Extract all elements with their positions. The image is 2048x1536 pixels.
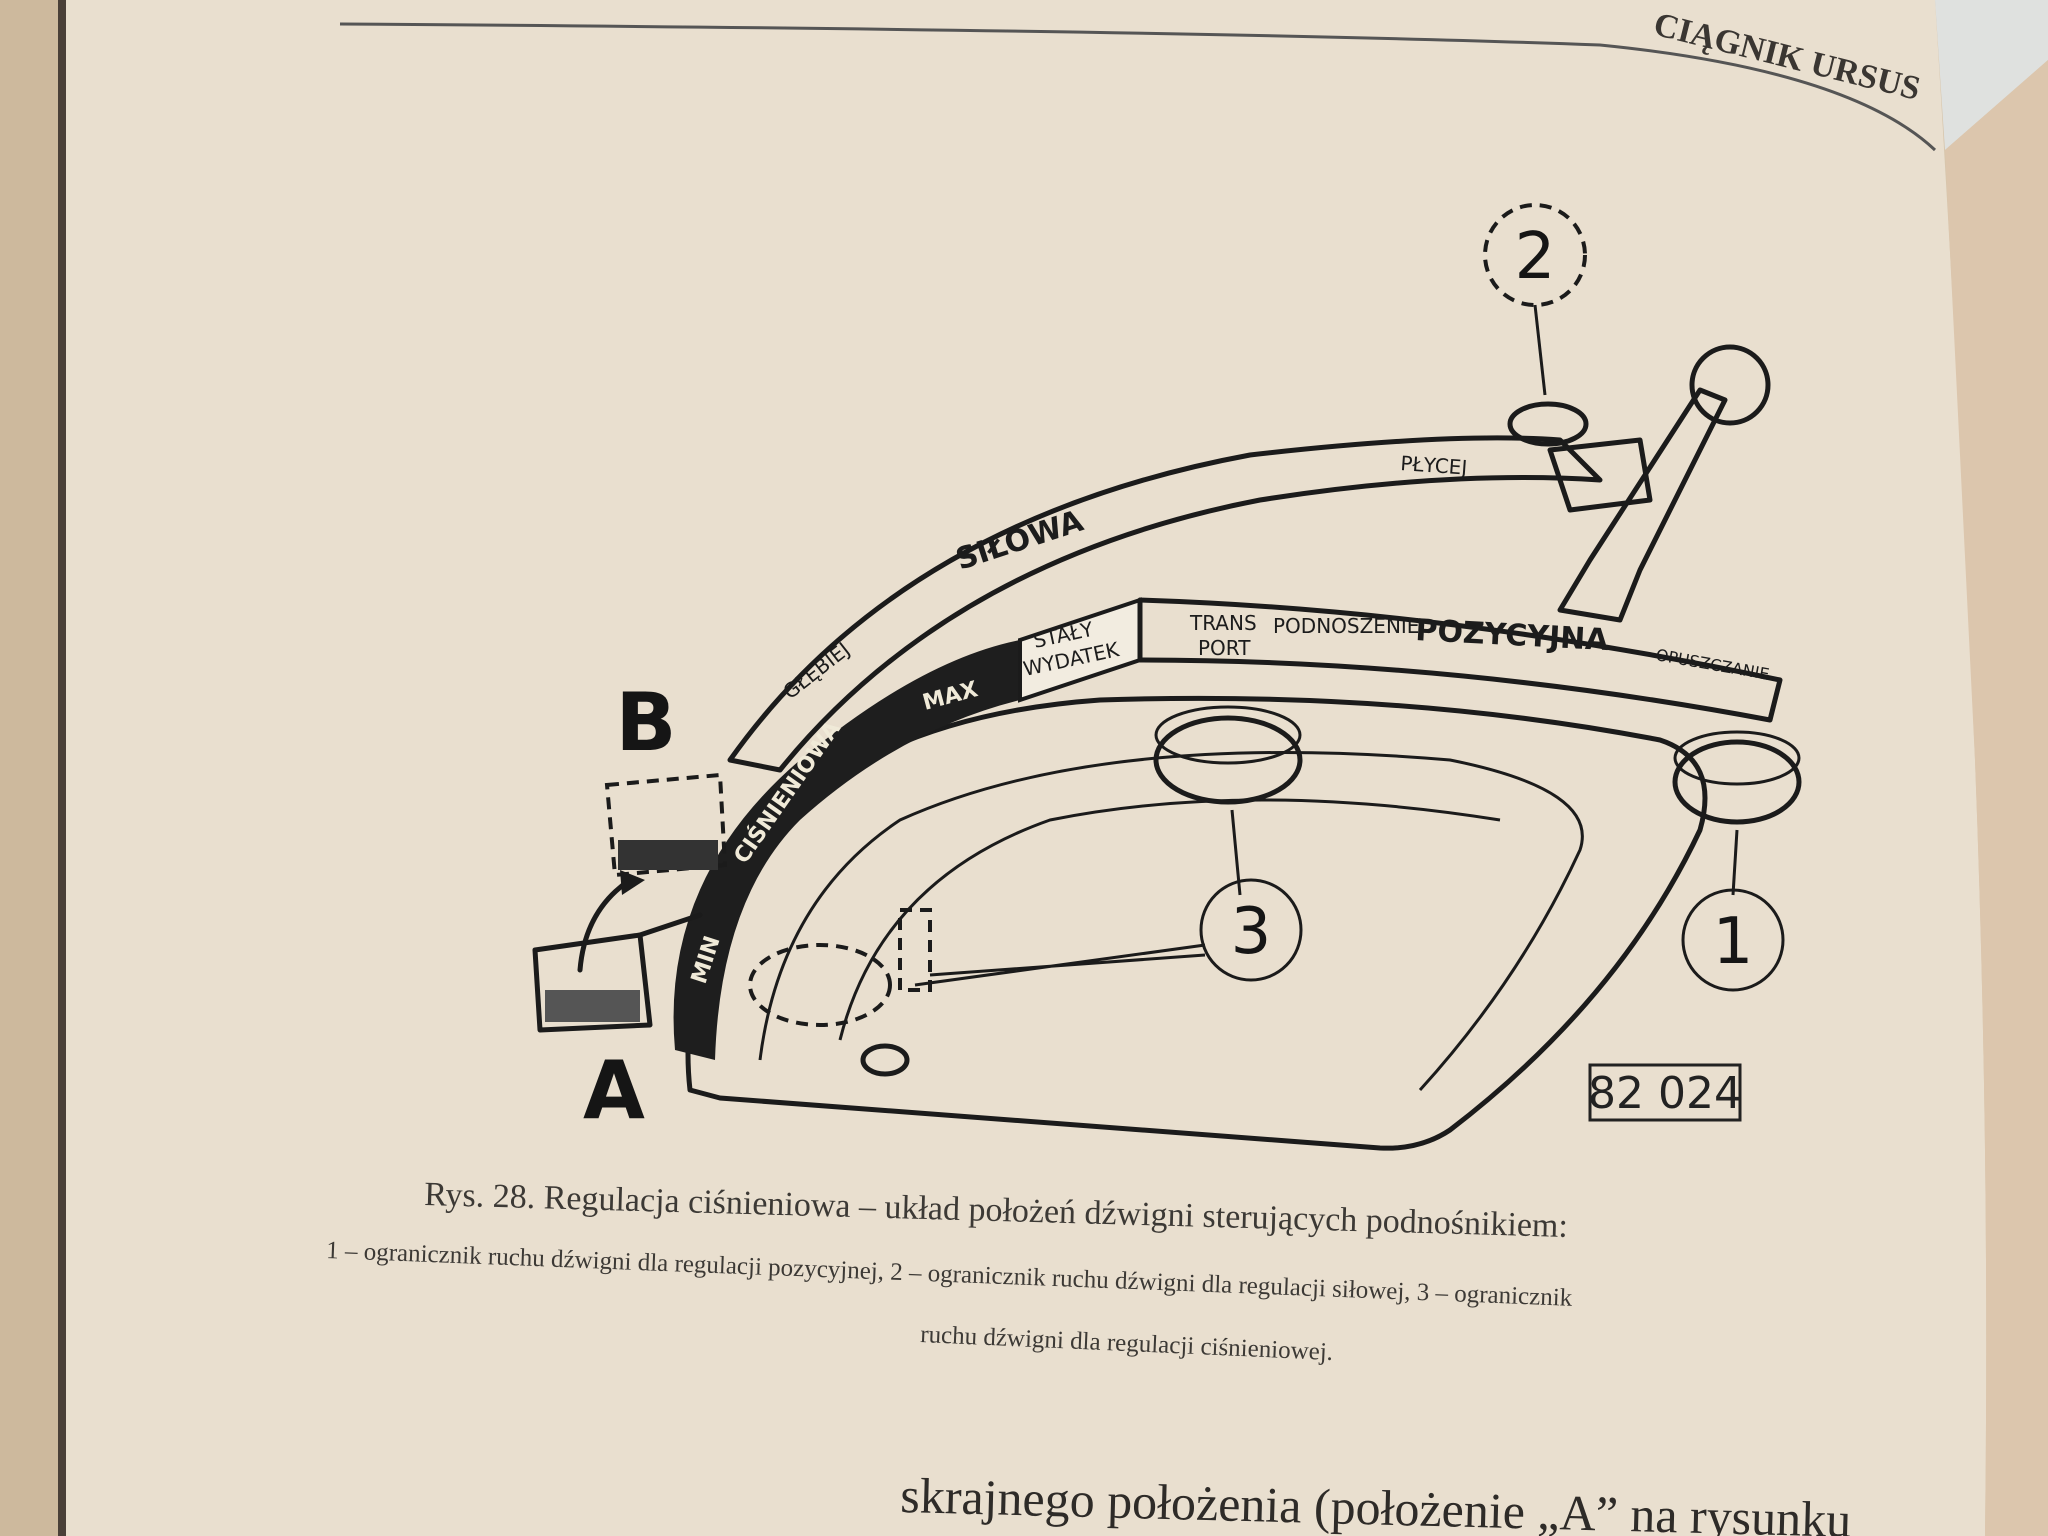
a-connector: [637, 912, 703, 938]
page-binding-shadow: [58, 0, 66, 1536]
silowa-scale-band: [727, 435, 1603, 773]
left-page-edge: [0, 0, 60, 1536]
callout-1: 1: [1713, 905, 1754, 979]
plate-groove: [838, 798, 1501, 1041]
header-rule: [339, 22, 1937, 152]
a-to-b-arrow: [577, 877, 633, 973]
callout-2-leader: [1533, 304, 1547, 396]
callout-1-leader: [1731, 829, 1739, 896]
figure-lift-control-panel: 2 3 1 B A 82 024 GŁĘBIEJ SIŁOWA PŁYCEJ S…: [532, 203, 1802, 1151]
stop-3-knob-top: [1154, 705, 1302, 765]
right-page-edge: [1945, 60, 2048, 1536]
position-a-hatch: [545, 990, 640, 1022]
reference-number: 82 024: [1588, 1068, 1742, 1119]
pozycyjna-scale-band: [1137, 597, 1783, 723]
callout-2-circle: [1483, 203, 1587, 307]
screw-head: [860, 1043, 910, 1077]
arrow-head: [620, 870, 645, 895]
callout-2: 2: [1515, 220, 1556, 294]
hidden-screw: [898, 908, 932, 992]
control-lever: [1557, 387, 1728, 623]
hidden-stop-3-base: [748, 943, 892, 1027]
stop-1-knob: [1672, 739, 1802, 825]
background-corner: [1935, 0, 2048, 150]
callout-1-circle: [1681, 888, 1785, 992]
plate-inner-line: [758, 751, 1584, 1092]
callout-3-leader-2: [914, 943, 1206, 987]
stop-3-knob: [1153, 715, 1303, 805]
position-b-label: B: [616, 676, 677, 769]
stop-2-bracket: [1547, 437, 1653, 513]
cisnieniowa-scale-band: [673, 640, 1020, 1060]
position-b-block: [604, 772, 728, 878]
label-podnoszenie: PODNOSZENIE: [1273, 614, 1419, 638]
lever-knob: [1689, 344, 1771, 426]
reference-box: [1588, 1063, 1742, 1122]
stop-2-knob: [1507, 401, 1589, 447]
book-page: [66, 0, 1987, 1536]
position-b-hatch: [618, 840, 718, 870]
callout-3-circle: [1199, 878, 1303, 982]
label-trans: TRANS: [1189, 611, 1257, 635]
stop-1-knob-top: [1673, 730, 1801, 786]
callout-3: 3: [1231, 895, 1272, 969]
label-plycej: PŁYCEJ: [1400, 451, 1468, 480]
position-a-label: A: [583, 1044, 645, 1137]
label-port: PORT: [1198, 636, 1251, 660]
position-a-block: [532, 932, 653, 1033]
